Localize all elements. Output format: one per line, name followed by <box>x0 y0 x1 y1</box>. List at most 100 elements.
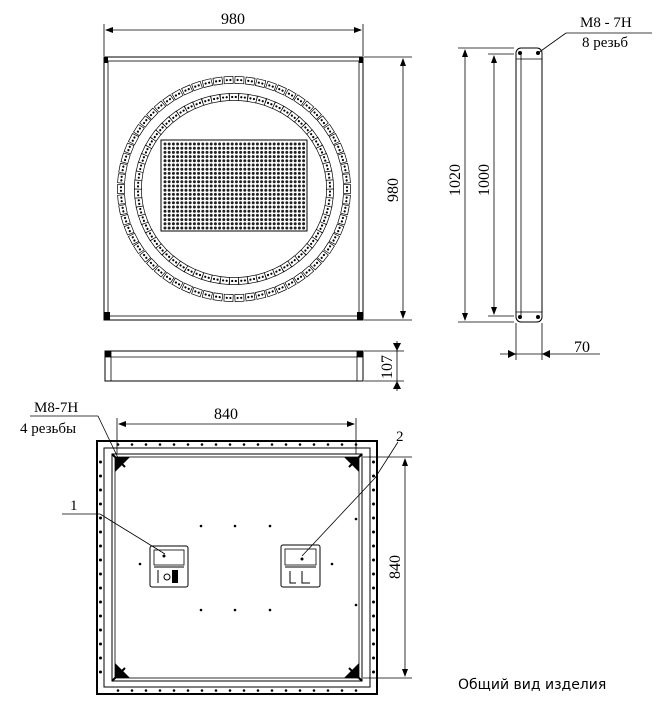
side-outer-label: 1020 <box>447 164 464 196</box>
back-thread-spec: M8-7H <box>34 400 78 416</box>
led-module <box>201 272 213 283</box>
dimension-side-inner: 1000 <box>476 53 514 317</box>
led-module <box>134 188 143 199</box>
callout-1-label: 1 <box>70 498 78 514</box>
corner-brackets <box>111 453 363 682</box>
led-module <box>183 101 197 113</box>
led-module <box>263 98 276 109</box>
led-module <box>306 129 319 142</box>
led-module <box>316 250 329 263</box>
bottom-view: 107 <box>104 341 404 391</box>
led-module <box>153 265 167 278</box>
led-module <box>254 290 267 300</box>
led-module <box>315 144 327 157</box>
led-module <box>340 162 350 174</box>
led-module <box>284 88 297 101</box>
front-panel-inner-outline <box>107 60 360 317</box>
led-module <box>274 84 287 96</box>
led-module <box>328 232 341 245</box>
led-module <box>161 116 174 129</box>
side-view-outline <box>515 47 543 323</box>
led-module <box>255 95 267 106</box>
led-module <box>118 162 128 174</box>
led-module <box>219 276 231 285</box>
led-module <box>146 258 159 271</box>
dimension-back-height: 840 <box>363 456 412 679</box>
led-module <box>134 179 143 190</box>
led-module <box>223 76 234 85</box>
led-module <box>201 78 214 88</box>
front-height-label: 980 <box>385 178 402 202</box>
led-module <box>255 272 267 283</box>
led-module <box>325 188 334 199</box>
back-view: 840 840 M8-7H 4 резьбы 1 2 <box>20 400 412 695</box>
led-module <box>254 78 267 88</box>
led-module <box>191 80 203 92</box>
led-module <box>301 265 315 278</box>
led-module <box>127 232 140 245</box>
thickness-label: 107 <box>379 355 396 379</box>
dimension-front-height: 980 <box>364 56 412 321</box>
led-module <box>229 277 239 285</box>
led-module <box>293 94 306 107</box>
led-module <box>324 196 334 208</box>
led-matrix <box>160 139 308 232</box>
led-module <box>181 282 194 294</box>
led-module <box>223 293 234 302</box>
front-panel-corner-marks <box>104 57 363 320</box>
led-module <box>171 277 184 290</box>
led-module <box>328 133 341 146</box>
led-module <box>134 170 144 182</box>
side-inner-label: 1000 <box>476 164 493 196</box>
led-module <box>123 223 135 236</box>
frame-holes <box>99 443 375 692</box>
mounting-points <box>138 517 358 612</box>
led-module <box>117 173 126 184</box>
back-thread-callout: M8-7H 4 резьбы <box>20 400 121 463</box>
led-module <box>133 241 145 255</box>
side-thread-callout: M8 - 7H 8 резьб <box>537 15 652 54</box>
led-module <box>234 293 245 302</box>
dimension-side-outer: 1020 <box>447 47 514 323</box>
led-module <box>123 142 135 155</box>
led-module <box>237 276 249 285</box>
led-module <box>316 115 329 128</box>
led-module <box>171 88 184 101</box>
led-module <box>139 250 152 263</box>
front-view: 980 980 <box>103 11 412 321</box>
led-module <box>118 204 128 216</box>
back-width-label: 840 <box>214 406 238 423</box>
connector-box-2 <box>280 544 321 588</box>
led-module <box>175 105 189 118</box>
led-module <box>120 213 131 226</box>
callout-2: 2 <box>301 429 404 557</box>
led-module <box>342 173 351 184</box>
led-module <box>309 107 322 120</box>
led-module <box>210 94 222 104</box>
led-module <box>133 123 145 137</box>
led-module <box>293 271 306 284</box>
led-ring <box>117 76 351 302</box>
back-height-label: 840 <box>387 555 404 579</box>
led-module <box>311 136 323 150</box>
led-module <box>343 184 351 194</box>
led-module <box>342 194 351 205</box>
led-matrix-outline <box>160 139 308 232</box>
back-frame-channel <box>111 453 363 682</box>
led-matrix-dots <box>163 142 306 230</box>
led-module <box>333 142 345 155</box>
led-module <box>201 290 214 300</box>
drawing-caption: Общий вид изделия <box>458 677 606 693</box>
led-module <box>212 76 224 86</box>
led-module <box>301 100 315 113</box>
led-module <box>246 94 258 104</box>
led-module <box>127 133 140 146</box>
led-module <box>274 282 287 294</box>
led-module <box>340 204 350 216</box>
led-module <box>138 213 149 225</box>
led-module <box>319 153 330 165</box>
led-module <box>244 292 256 302</box>
led-module <box>309 258 322 271</box>
bottom-view-outline <box>104 350 364 382</box>
